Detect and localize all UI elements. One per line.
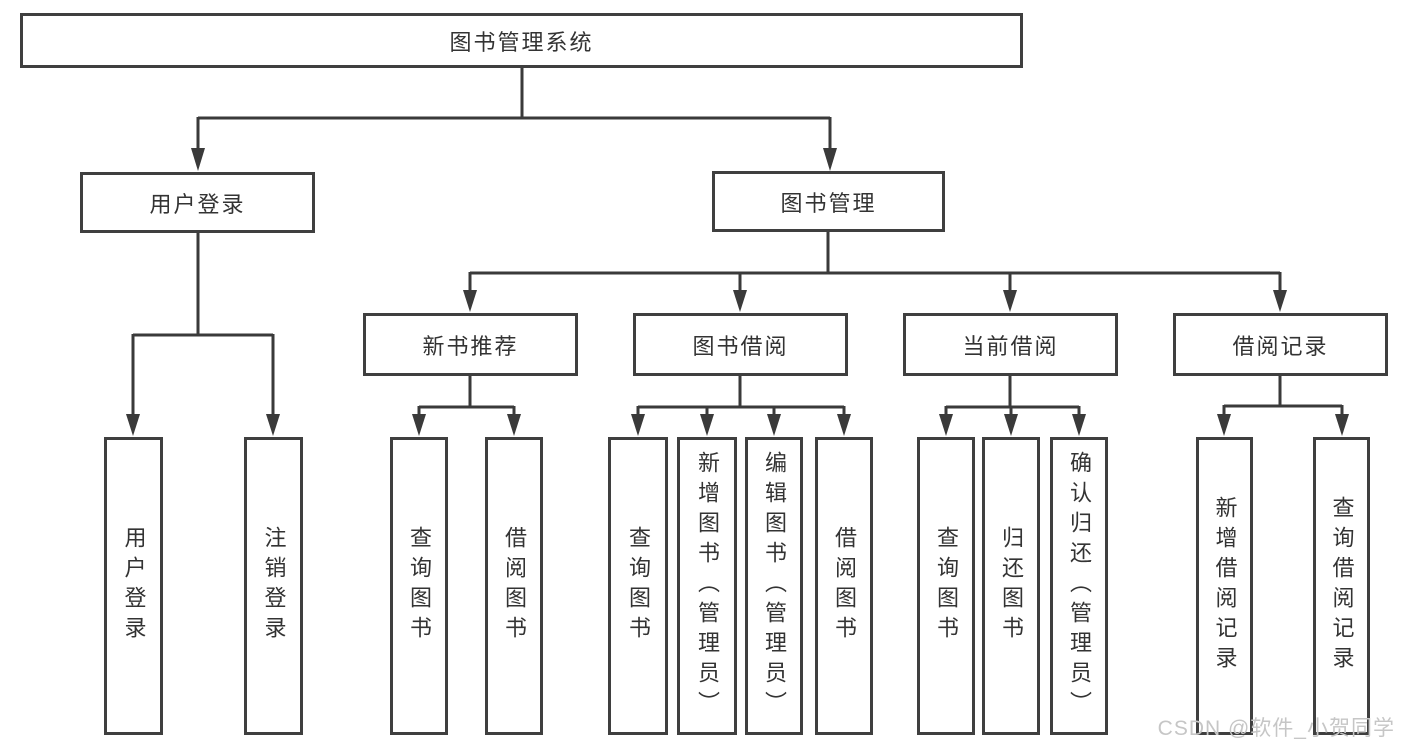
leaf-query-borrow-record: 查询借阅记录 xyxy=(1313,437,1370,735)
connector-book-borrow-children xyxy=(631,376,851,436)
csdn-watermark: CSDN @软件_小贺同学 xyxy=(1157,717,1395,740)
leaf-label: 用户登录 xyxy=(121,526,147,646)
leaf-label: 查询图书 xyxy=(626,526,651,646)
leaf-add-book-admin: 新增图书（管理员） xyxy=(677,437,737,735)
leaf-label: 查询借阅记录 xyxy=(1329,496,1355,676)
leaf-label: 新增借阅记录 xyxy=(1212,496,1238,676)
leaf-label: 确认归还（管理员） xyxy=(1067,451,1092,721)
node-label: 图书管理 xyxy=(780,190,877,216)
connector-user-login-children xyxy=(126,233,280,436)
leaf-borrow-books-recommend: 借阅图书 xyxy=(485,437,543,735)
leaf-label: 查询图书 xyxy=(934,526,959,646)
node-book-management: 图书管理 xyxy=(712,171,945,232)
node-label: 图书管理系统 xyxy=(449,29,594,55)
connector-borrow-records-children xyxy=(1217,376,1349,436)
node-label: 新书推荐 xyxy=(422,333,519,359)
node-label: 图书借阅 xyxy=(692,333,789,359)
leaf-logout: 注销登录 xyxy=(244,437,303,735)
node-label: 当前借阅 xyxy=(962,333,1059,359)
leaf-user-login: 用户登录 xyxy=(104,437,163,735)
leaf-edit-book-admin: 编辑图书（管理员） xyxy=(745,437,803,735)
leaf-label: 借阅图书 xyxy=(502,526,527,646)
node-label: 借阅记录 xyxy=(1232,333,1329,359)
node-library-management-system: 图书管理系统 xyxy=(20,13,1023,68)
leaf-label: 注销登录 xyxy=(261,526,287,646)
node-user-login: 用户登录 xyxy=(80,172,315,233)
connector-book-mgmt-children xyxy=(463,232,1287,312)
leaf-query-books-current: 查询图书 xyxy=(917,437,975,735)
node-book-borrow: 图书借阅 xyxy=(633,313,848,376)
leaf-label: 查询图书 xyxy=(407,526,432,646)
node-label: 用户登录 xyxy=(149,191,246,217)
node-current-borrow: 当前借阅 xyxy=(903,313,1118,376)
leaf-label: 借阅图书 xyxy=(832,526,857,646)
leaf-return-book: 归还图书 xyxy=(982,437,1040,735)
leaf-label: 编辑图书（管理员） xyxy=(762,451,787,721)
node-new-book-recommend: 新书推荐 xyxy=(363,313,578,376)
leaf-label: 归还图书 xyxy=(999,526,1024,646)
leaf-query-books-recommend: 查询图书 xyxy=(390,437,448,735)
leaf-confirm-return-admin: 确认归还（管理员） xyxy=(1050,437,1108,735)
connector-current-borrow-children xyxy=(939,376,1086,436)
leaf-query-books-borrow: 查询图书 xyxy=(608,437,668,735)
leaf-add-borrow-record: 新增借阅记录 xyxy=(1196,437,1253,735)
connector-new-books-children xyxy=(412,376,521,436)
connector-root-to-level2 xyxy=(191,68,837,171)
leaf-label: 新增图书（管理员） xyxy=(695,451,720,721)
node-borrow-records: 借阅记录 xyxy=(1173,313,1388,376)
leaf-borrow-book: 借阅图书 xyxy=(815,437,873,735)
